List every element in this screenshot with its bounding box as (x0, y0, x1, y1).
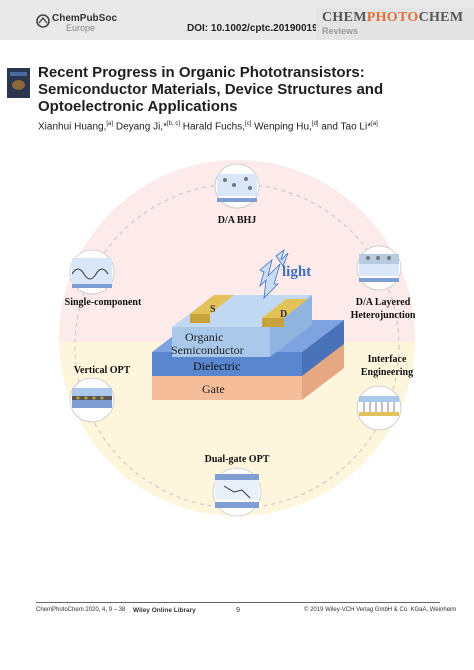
semiconductor-label: Semiconductor (171, 343, 244, 357)
light-arrows-icon (259, 248, 289, 300)
author-affiliation: [a] (106, 121, 114, 127)
publisher-sub: Europe (66, 23, 96, 33)
journal-name: CHEMPHOTOCHEM (322, 10, 464, 25)
author-affiliation: [c] (245, 121, 252, 127)
doi-link[interactable]: DOI: 10.1002/cptc.201900198 (187, 23, 324, 34)
label-single-component: Single-component (65, 297, 142, 308)
publisher-logo[interactable]: ChemPubSoc Europe (36, 14, 117, 33)
node-interface-engineering: Interface Engineering (356, 354, 413, 431)
device-stack: S D Organic Semiconductor Dielectric Gat… (152, 295, 344, 400)
node-single-component (69, 249, 115, 295)
drain-label: D (280, 309, 287, 320)
footer-citation: ChemPhotoChem 2020, 4, 9 – 38 (36, 607, 126, 613)
label-interface-2: Engineering (361, 367, 413, 378)
semiconductor-side (270, 295, 312, 357)
title-line-1: Recent Progress in Organic Phototransist… (38, 64, 365, 81)
dielectric-label: Dielectric (193, 359, 240, 373)
author-name: Xianhui Huang, (38, 121, 107, 133)
source-electrode-top (190, 295, 234, 314)
author-list: Xianhui Huang,[a] Deyang Ji,*[b, c] Hara… (38, 121, 378, 132)
chempubsoc-logo-icon (36, 14, 50, 28)
journal-banner (316, 8, 474, 40)
node-dual-gate-opt: Dual-gate OPT (205, 454, 270, 517)
semiconductor-front (172, 327, 270, 357)
footer-copyright: © 2019 Wiley-VCH Verlag GmbH & Co. KGaA,… (304, 607, 457, 613)
light-label: light (282, 264, 311, 280)
gate-front (152, 376, 302, 400)
author-name: Harald Fuchs, (180, 121, 246, 133)
page-number: 9 (236, 607, 240, 614)
node-layered-heterojunction (356, 245, 402, 291)
article-title: Recent Progress in Organic Phototransist… (38, 64, 468, 115)
node-vertical-opt: Vertical OPT (69, 365, 131, 423)
journal-section: Reviews (322, 26, 359, 36)
title-line-3: Optoelectronic Applications (38, 98, 238, 115)
dielectric-side (302, 320, 344, 376)
source-label: S (210, 304, 216, 315)
organic-label: Organic (185, 330, 223, 344)
author-affiliation: [d] (311, 121, 319, 127)
label-da-bhj: D/A BHJ (218, 215, 257, 226)
source-electrode-front (190, 314, 210, 323)
node-da-bhj (214, 163, 260, 209)
label-vertical-opt: Vertical OPT (74, 365, 131, 376)
cover-thumbnail[interactable] (7, 68, 30, 98)
drain-electrode-front (262, 318, 284, 327)
footer-wiley-link[interactable]: Wiley Online Library (133, 607, 196, 614)
label-interface-1: Interface (368, 354, 407, 365)
author-name: Deyang Ji,* (113, 121, 167, 133)
toc-figure: S D Organic Semiconductor Dielectric Gat… (59, 160, 416, 517)
title-line-2: Semiconductor Materials, Device Structur… (38, 81, 384, 98)
gate-side (302, 344, 344, 400)
label-layered-1: D/A Layered (356, 297, 411, 308)
footer-divider (36, 602, 440, 603)
label-dual-gate: Dual-gate OPT (205, 454, 270, 465)
label-layered-2: Heterojunction (351, 310, 416, 321)
author-affiliation: [a] (371, 121, 378, 127)
author-affiliation: [b, c] (166, 121, 180, 127)
gate-label: Gate (202, 382, 225, 396)
publisher-name: ChemPubSoc (52, 13, 118, 24)
drain-electrode-top (262, 299, 308, 318)
author-name: and Tao Li* (318, 121, 372, 133)
author-name: Wenping Hu, (251, 121, 312, 133)
